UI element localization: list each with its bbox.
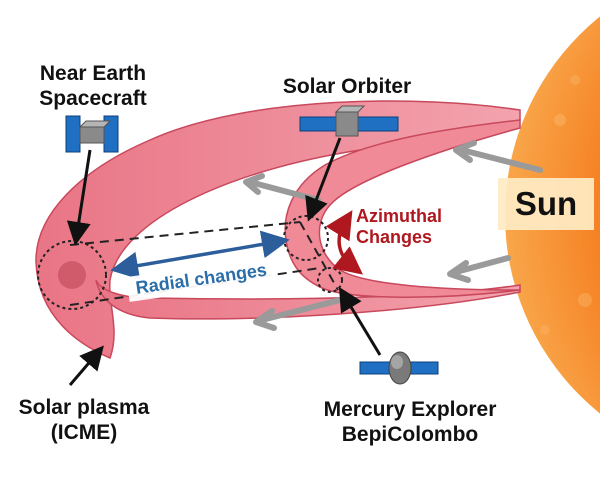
inner-icme-loop — [284, 119, 521, 299]
near-earth-spacecraft-label: Near Earth Spacecraft — [39, 62, 147, 110]
near-earth-spacecraft-icon — [65, 115, 119, 153]
solar-plasma-label: Solar plasma (ICME) — [18, 396, 150, 444]
bepicolombo-icon — [359, 351, 439, 385]
bepicolombo-label: Mercury Explorer BepiColombo — [323, 398, 497, 446]
pointer-lines — [66, 137, 382, 386]
solar-orbiter-icon — [299, 105, 399, 137]
azimuthal-changes-label: Azimuthal Changes — [356, 206, 443, 248]
azimuthal-arrow — [325, 210, 364, 275]
sun-label: Sun — [498, 178, 594, 230]
solar-orbiter-label: Solar Orbiter — [282, 75, 412, 98]
radial-arrow — [110, 230, 290, 280]
